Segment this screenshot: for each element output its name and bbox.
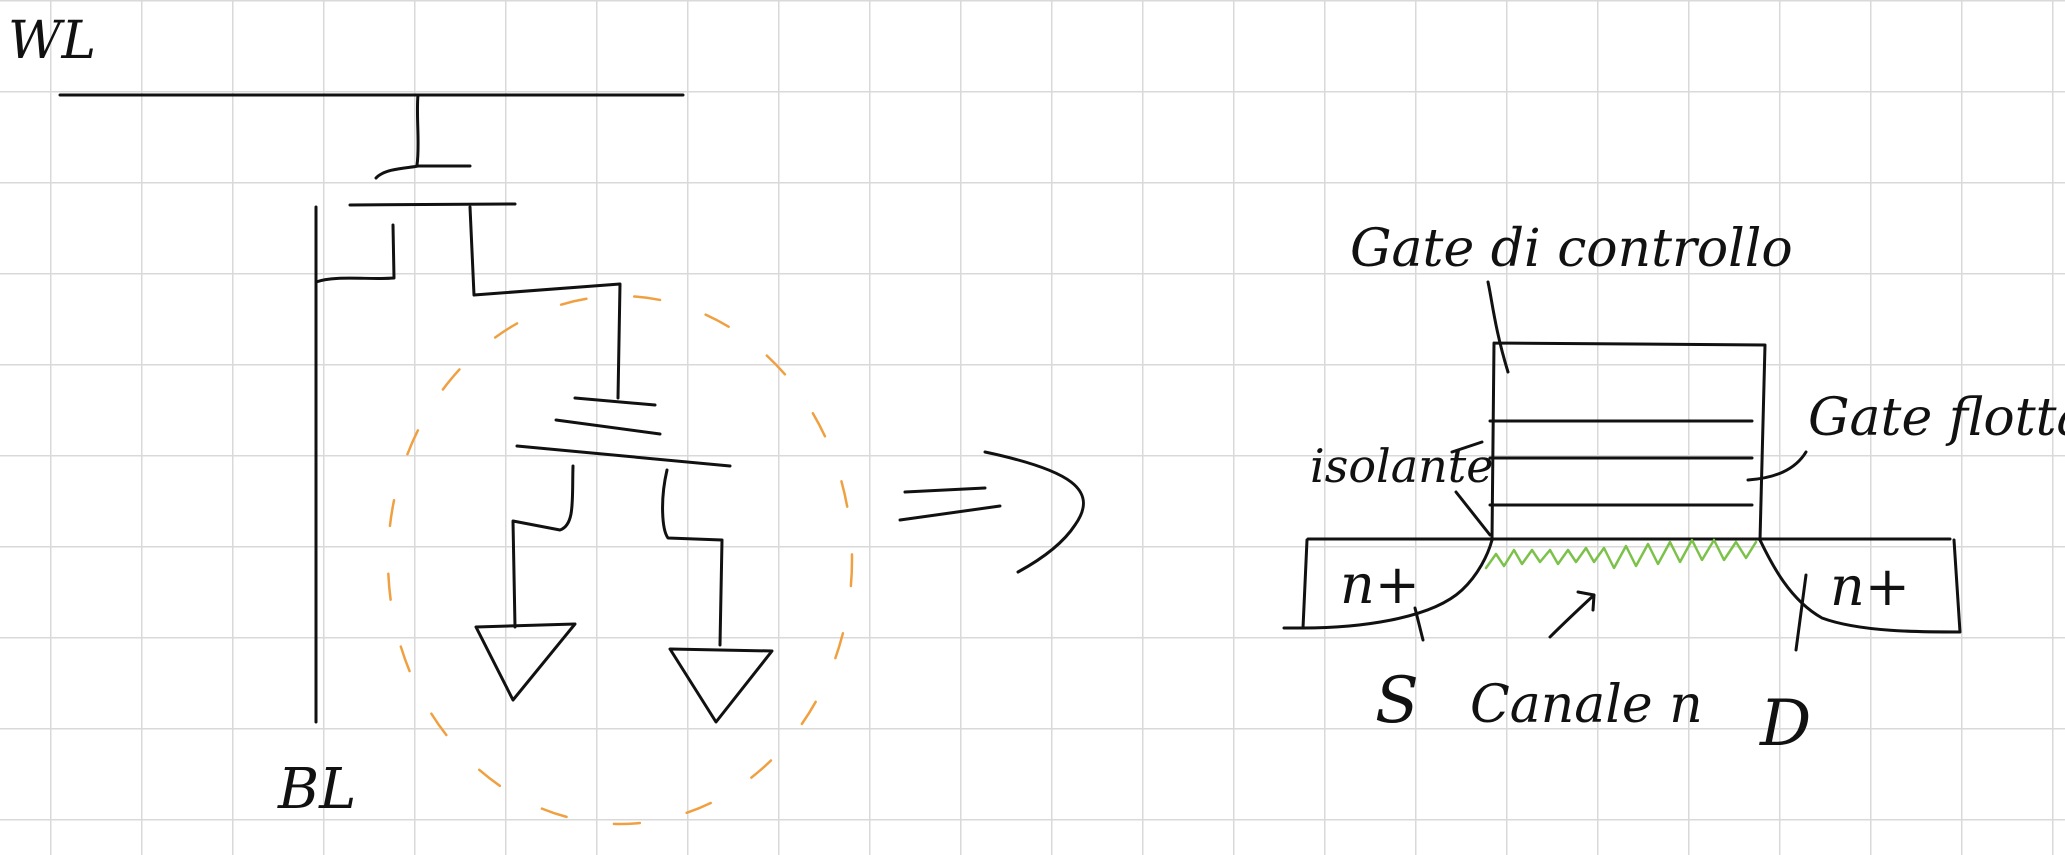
source-label: S	[1375, 664, 1419, 738]
drain-label: D	[1759, 687, 1811, 761]
drain-connection	[468, 205, 622, 400]
arrow-curve	[983, 450, 1086, 574]
floating-gate-cross-section: Gate di controllo Gate flottante isolant…	[1282, 219, 2065, 761]
channel-label: Canale n	[1470, 675, 1703, 735]
memory-cell-circuit: WL BL	[8, 11, 854, 826]
insulator-leader-bottom	[1454, 490, 1492, 537]
source-well	[1301, 538, 1494, 630]
left-ground-symbol	[474, 622, 577, 702]
arrow-dash-2	[898, 504, 1002, 522]
control-gate-label: Gate di controllo	[1350, 219, 1793, 279]
n-channel	[1484, 538, 1758, 570]
arrow-dash-1	[903, 486, 987, 494]
control-gate-leader	[1486, 280, 1510, 374]
second-gate-plate	[573, 396, 657, 407]
gate-tap	[415, 93, 420, 167]
channel-arrow	[1548, 590, 1596, 639]
right-leg	[661, 468, 724, 647]
bitline-label: BL	[277, 757, 356, 822]
floating-gate-label: Gate flottante	[1808, 388, 2065, 448]
second-channel-line	[515, 444, 732, 468]
gate-plate	[374, 164, 472, 180]
highlight-circle	[386, 294, 854, 826]
insulator-leader-top	[1450, 440, 1484, 454]
wordline-label: WL	[8, 11, 96, 71]
right-ground-symbol	[668, 647, 774, 724]
source-connection	[314, 223, 396, 284]
left-leg	[511, 464, 575, 629]
source-region-label: n+	[1340, 553, 1420, 616]
channel-line	[348, 202, 517, 207]
floating-gate-leader	[1746, 450, 1808, 482]
drain-well	[1758, 538, 1962, 634]
implies-arrow	[898, 450, 1086, 574]
source-tick	[1413, 606, 1425, 642]
drain-tick	[1794, 573, 1808, 652]
drain-region-label: n+	[1830, 555, 1910, 618]
gate-stack-outline	[1490, 341, 1767, 542]
second-gate-plate-2	[554, 418, 662, 436]
